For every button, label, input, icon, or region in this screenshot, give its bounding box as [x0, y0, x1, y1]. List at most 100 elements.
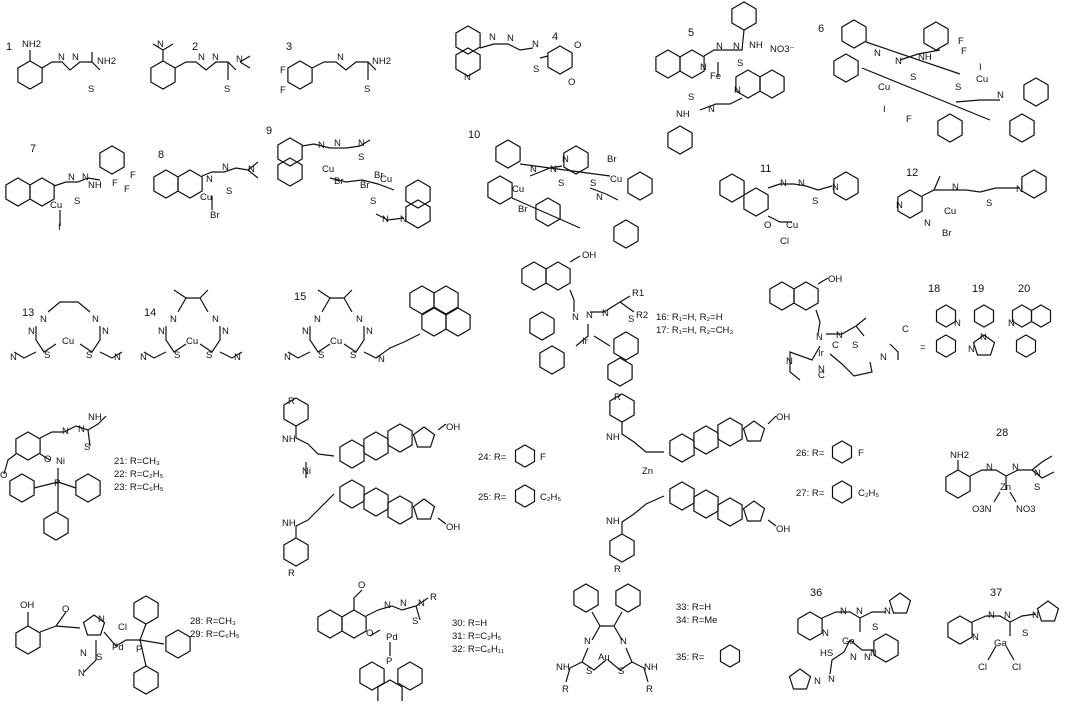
- substituent-line: 29: R=C₆H₅: [190, 629, 240, 640]
- substituent-line: 24: R=: [478, 452, 507, 463]
- atom-label: S: [350, 350, 356, 361]
- aryl-ring: [514, 444, 536, 468]
- atom-label: N: [562, 154, 569, 165]
- atom-label: S: [206, 350, 212, 361]
- substituent-line: 30: R=H: [452, 618, 487, 629]
- atom-label: OH: [776, 524, 790, 535]
- substituent-line: 25: R=: [478, 492, 507, 503]
- quinoline-ring: [405, 179, 431, 209]
- atom-label: R2: [636, 310, 648, 321]
- atom-label: N: [222, 326, 229, 337]
- quinoline-ring: [177, 169, 203, 199]
- isoquinoline-ring: [1011, 304, 1033, 328]
- compound-number: 37: [990, 587, 1002, 599]
- atom-label: Ni: [302, 466, 311, 477]
- substituent-line: 34: R=Me: [676, 615, 717, 626]
- compound-4: 4 N N N N S O O: [455, 25, 581, 88]
- atom-label: N: [988, 610, 995, 621]
- steroid-ring: [742, 420, 766, 442]
- atom-label: N: [596, 192, 603, 203]
- atom-label: Br: [360, 180, 370, 191]
- pyridine-ring: [797, 611, 823, 641]
- steroid-ring: [669, 481, 695, 511]
- compound-number: 20: [1018, 283, 1030, 295]
- atom-label: N: [620, 636, 627, 647]
- steroid-ring: [363, 487, 389, 517]
- compound-number: 4: [552, 31, 558, 43]
- atom-label: N: [234, 352, 241, 363]
- substituent-atom: F: [540, 452, 546, 463]
- atom-label: N: [602, 308, 609, 319]
- steroid-ring: [412, 498, 436, 520]
- aryl-ring: [831, 480, 853, 504]
- pyridine-ring: [935, 304, 957, 328]
- atom-label: S: [688, 92, 694, 103]
- compound-number: 36: [810, 587, 822, 599]
- atom-label: N: [880, 352, 887, 363]
- aryl-ring: [99, 145, 125, 175]
- atom-label: NH: [606, 516, 620, 527]
- compound-36: 36 N N N N Ga S HS N N N N N: [788, 587, 912, 690]
- atom-label: N: [418, 598, 425, 609]
- atom-label: N: [157, 39, 164, 50]
- atom-label: N: [358, 138, 365, 149]
- atom-label: N: [572, 312, 579, 323]
- naphthalene-ring: [743, 187, 769, 217]
- atom-label: N: [78, 424, 85, 435]
- atom-label: P: [136, 644, 142, 655]
- phenol-ring: [15, 625, 41, 655]
- pyrrolidine-ring: [788, 668, 812, 690]
- atom-label: NH: [88, 180, 102, 191]
- atom-label: N: [206, 174, 213, 185]
- atom-label: F: [958, 36, 964, 47]
- aryl-ring: [923, 21, 949, 51]
- equals-sign: =: [920, 342, 926, 353]
- atom-label: N: [1004, 610, 1011, 621]
- pyrrolidine-ring: [1036, 600, 1060, 622]
- atom-label: I: [979, 62, 982, 73]
- quinoline-ring: [153, 169, 179, 199]
- atom-label: N: [895, 56, 902, 67]
- atom-label: F: [112, 178, 118, 189]
- steroid-ring: [363, 431, 389, 461]
- compound-9: 9 N N N Cu Br Br Cu Br S S N N: [266, 125, 431, 229]
- substituent-line: 32: R=C₆H₁₁: [452, 644, 504, 655]
- steroid-ring: [717, 417, 743, 447]
- atom-label: O: [574, 40, 581, 51]
- atom-label: N: [924, 218, 931, 229]
- phenyl-ring: [75, 473, 101, 503]
- compound-21-23: NH N N S O Ni P O 21: R=CH₃ 22: R=C₂H₅ 2…: [0, 412, 164, 541]
- atom-label: F: [906, 114, 912, 125]
- atom-label: S: [318, 350, 324, 361]
- atom-label: N: [212, 314, 219, 325]
- atom-label: Br: [942, 228, 952, 239]
- atom-label: S: [1034, 482, 1040, 493]
- atom-label: Cu: [330, 336, 342, 347]
- atom-label: NH2: [372, 56, 391, 67]
- atom-label: N: [716, 41, 723, 52]
- steroid-ring: [742, 500, 766, 522]
- compound-number: 3: [286, 41, 292, 53]
- atom-label: N: [786, 356, 793, 367]
- quinoline-ring: [759, 69, 785, 99]
- atom-label: N: [972, 632, 979, 643]
- atom-label: S: [370, 196, 376, 207]
- atom-label: N: [700, 62, 707, 73]
- atom-label: N: [532, 39, 539, 50]
- atom-label: O: [366, 628, 373, 639]
- atom-label: O: [358, 580, 365, 591]
- atom-label: NH: [749, 40, 763, 51]
- quinoline-ring: [405, 199, 431, 229]
- compound-10: 10 N N N Cu Br Br Cu S S N: [468, 129, 653, 249]
- atom-label: Cu: [200, 192, 212, 203]
- pyridine-ring: [833, 53, 859, 83]
- compound-number: 2: [192, 41, 198, 53]
- atom-label: S: [628, 314, 634, 325]
- phenyl-ring: [165, 629, 191, 659]
- steroid-ring: [339, 479, 365, 509]
- atom-label: N: [10, 352, 17, 363]
- atom-label: R: [288, 568, 295, 579]
- atom-label: N: [78, 668, 85, 679]
- compound-number: 14: [144, 307, 156, 319]
- quinoline-ring: [277, 157, 303, 187]
